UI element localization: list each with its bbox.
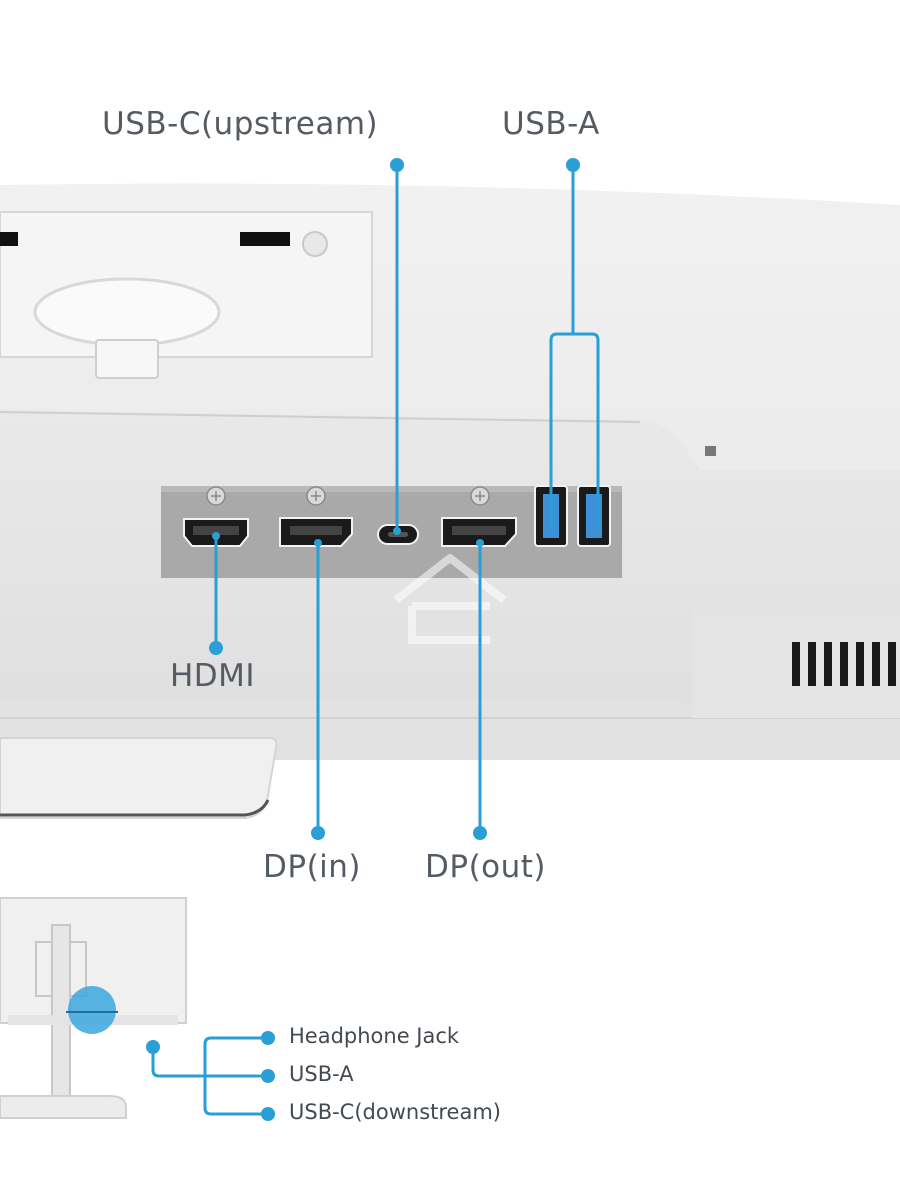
monitor-back	[0, 183, 900, 819]
usb-a-port	[577, 485, 611, 547]
side-callout-dots	[146, 1031, 275, 1121]
label-dp-in: DP(in)	[263, 849, 362, 885]
monitor-thumbnail	[0, 897, 187, 1119]
label-side-usb-a: USB-A	[289, 1062, 354, 1086]
label-usb-c-downstream: USB-C(downstream)	[289, 1100, 501, 1124]
label-usb-a: USB-A	[502, 106, 600, 142]
callout-lines	[214, 165, 600, 832]
dp-in-port	[279, 517, 353, 547]
house-logo-icon	[393, 554, 507, 644]
label-usb-c-upstream: USB-C(upstream)	[102, 106, 379, 142]
label-headphone-jack: Headphone Jack	[289, 1024, 460, 1048]
label-hdmi: HDMI	[170, 658, 256, 694]
label-dp-out: DP(out)	[425, 849, 547, 885]
stand-socket	[33, 277, 221, 347]
vent-grille	[692, 610, 900, 718]
dp-out-port	[441, 517, 517, 547]
side-callout-lines	[151, 1036, 268, 1116]
callout-dots	[209, 158, 580, 840]
screw-icon	[206, 486, 490, 506]
